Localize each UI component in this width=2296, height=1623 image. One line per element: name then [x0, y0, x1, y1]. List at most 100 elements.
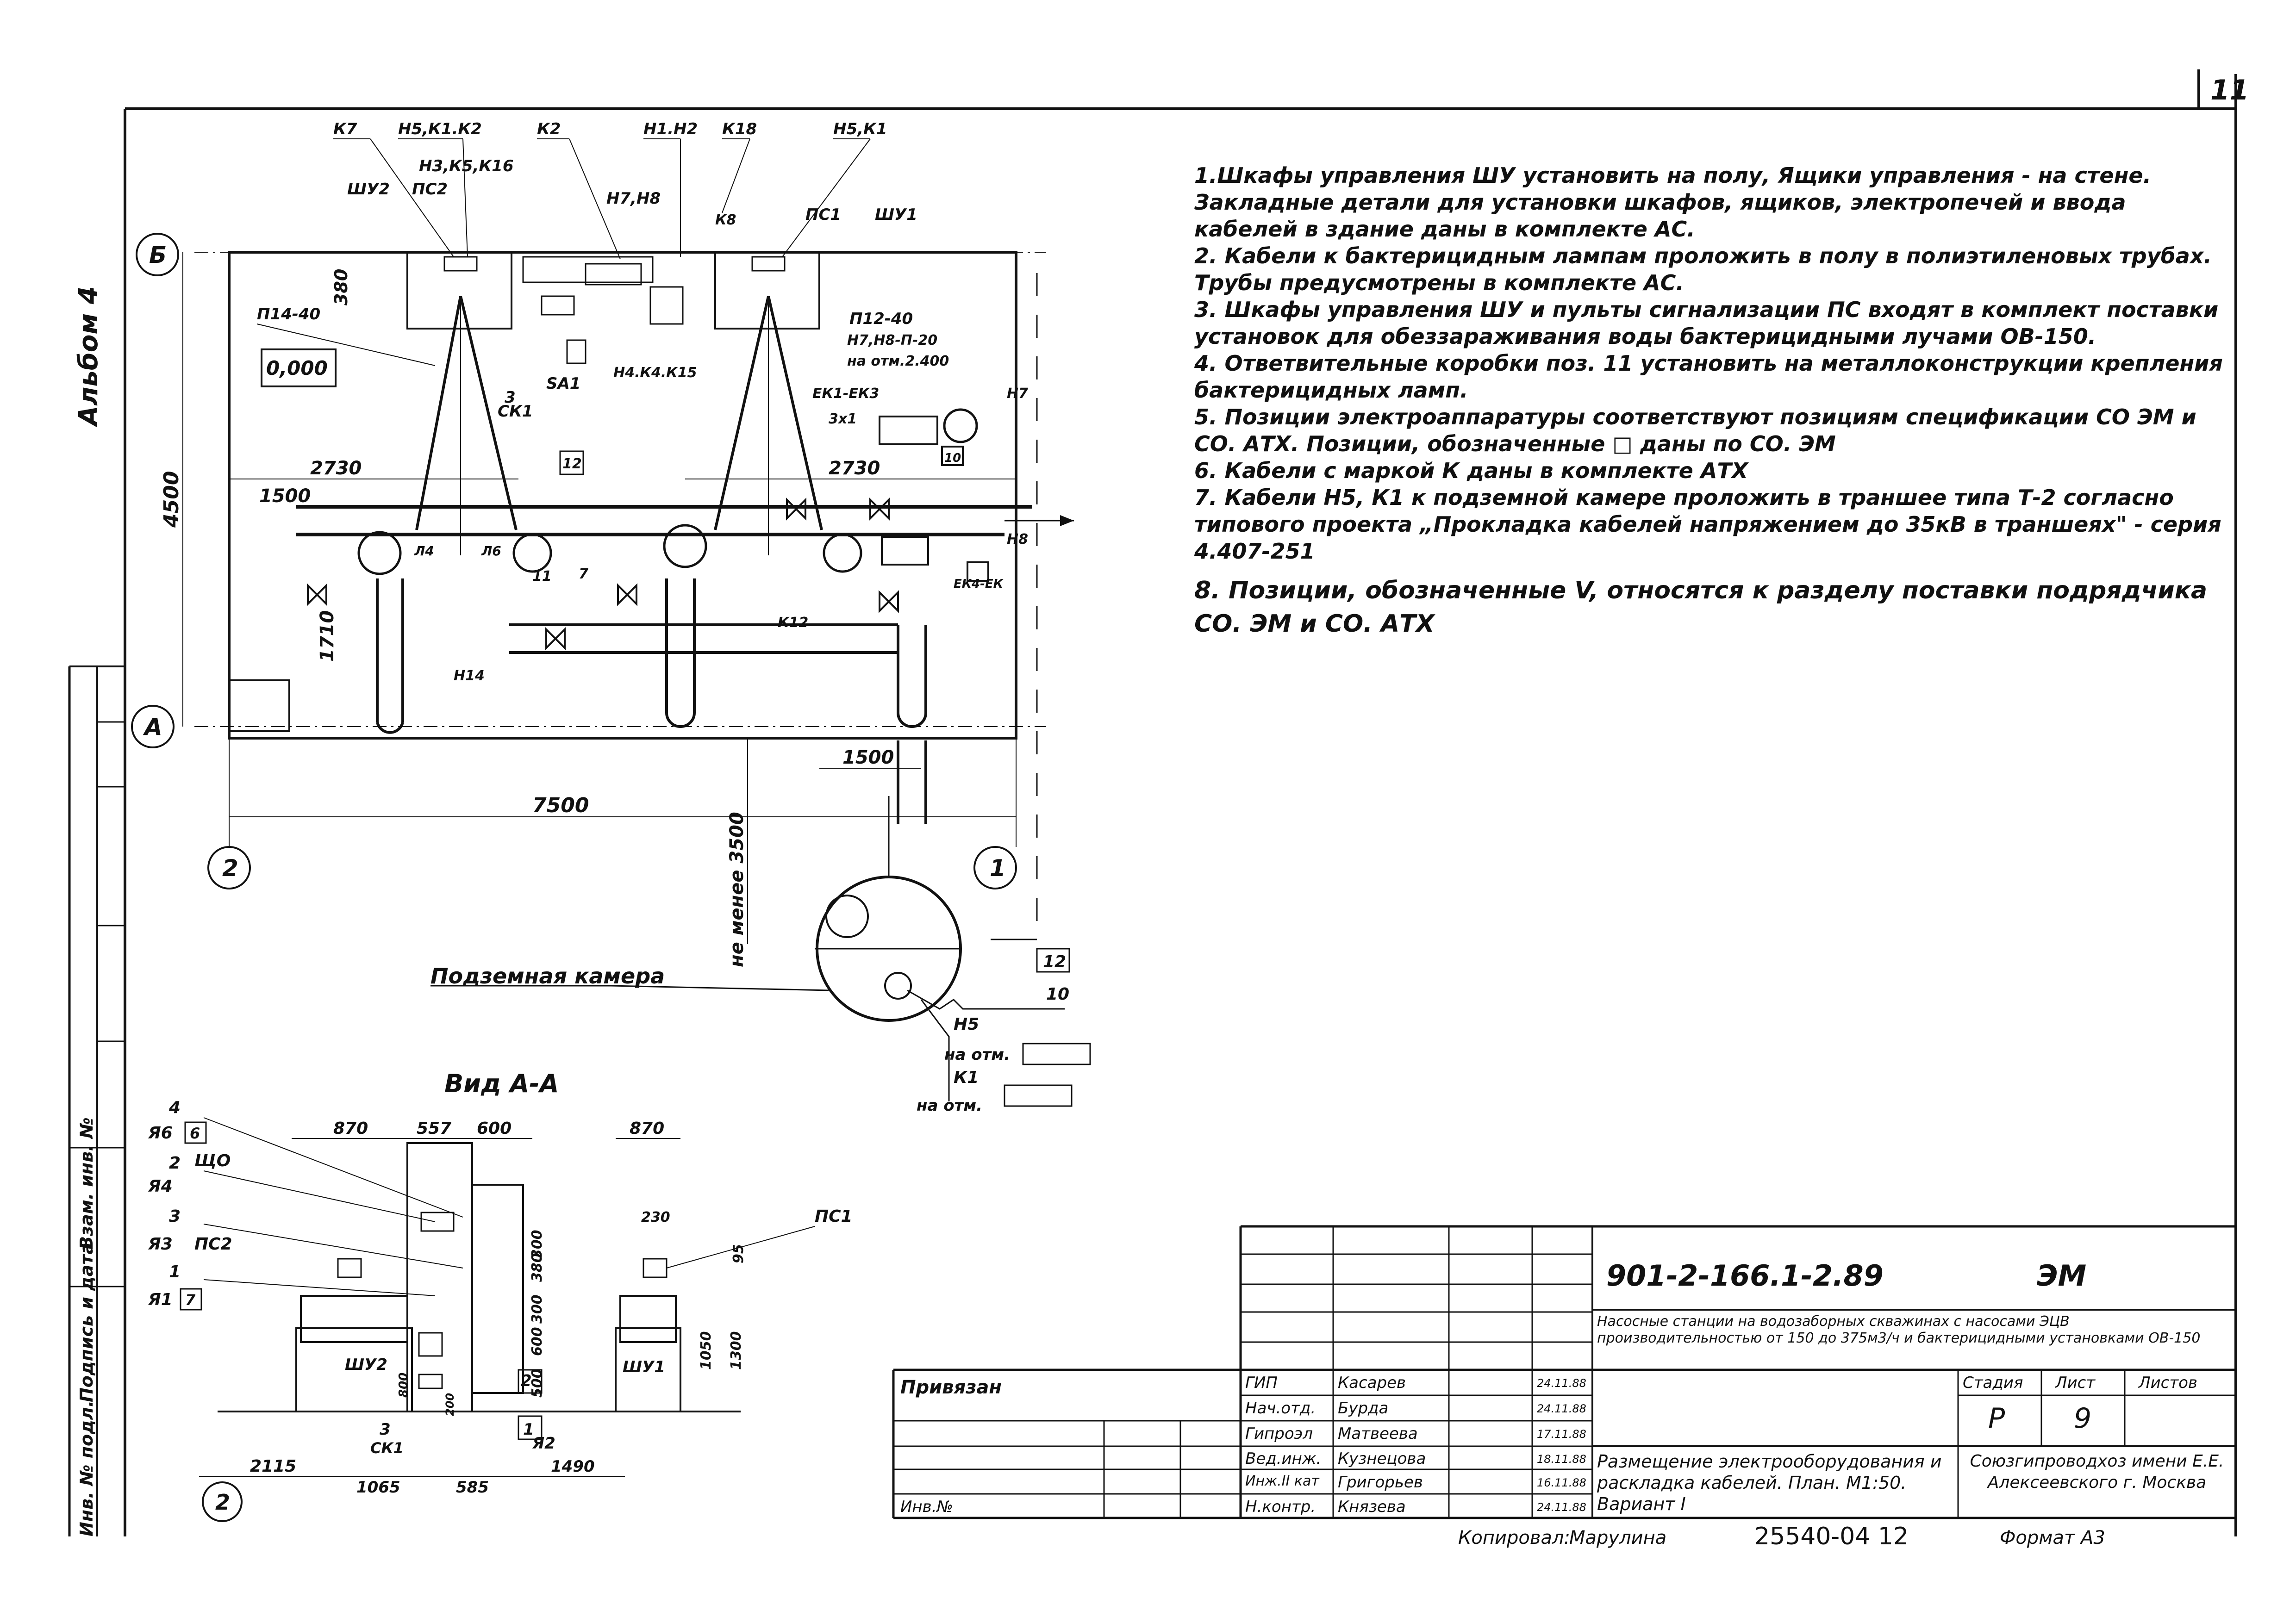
dim-3500: не менее 3500 [726, 812, 748, 967]
vdim-230: 230 [641, 1209, 670, 1225]
tb-role-4: Инж.II кат [1245, 1473, 1319, 1489]
callout-k8: К8 [715, 212, 736, 228]
vlabel-shchO: ЩО [194, 1151, 231, 1170]
vlabel-ya6: Я6 [148, 1124, 173, 1143]
cable-k1-level: на отм. [917, 1096, 982, 1115]
vlabel-6: 6 [190, 1125, 200, 1142]
tb-sheet: 9 [2074, 1402, 2092, 1435]
callout-h1h2: Н1.Н2 [643, 120, 698, 138]
tb-date-0: 24.11.88 [1537, 1377, 1586, 1390]
tb-stage-hdr: Стадия [1963, 1374, 2023, 1392]
svg-text:1: 1 [990, 855, 1006, 882]
vdim-1050: 1050 [698, 1331, 714, 1370]
tb-date-3: 18.11.88 [1537, 1453, 1586, 1466]
view-title: Вид А-А [444, 1069, 559, 1098]
axis-b: Б [136, 233, 179, 276]
level-mark: 0,000 [266, 357, 328, 379]
vlabel-shu1: ШУ1 [623, 1358, 665, 1376]
dim-2730-left: 2730 [310, 458, 362, 479]
tb-privyazan: Привязан [900, 1377, 1002, 1398]
tb-date-5: 24.11.88 [1537, 1501, 1586, 1514]
vdim-600-h: 600 [529, 1327, 545, 1356]
vdim-300-b: 300 [529, 1230, 545, 1259]
tb-sheets-hdr: Листов [2139, 1374, 2198, 1392]
title-block-grid [892, 1225, 2237, 1519]
cable-h5-level: на отм. [944, 1045, 1010, 1064]
callout-11: 11 [532, 568, 552, 585]
vlabel-2b: 2 [521, 1372, 532, 1390]
sa1-switch [541, 295, 575, 316]
dim-4500: 4500 [160, 471, 183, 528]
callout-h8: Н8 [1007, 531, 1028, 547]
vlabel-ya4: Я4 [148, 1177, 173, 1196]
vlabel-1: 1 [169, 1262, 181, 1281]
callout-l6-left: Л6 [481, 543, 501, 559]
vlabel-ps1: ПС1 [815, 1207, 853, 1226]
vdim-1490: 1490 [551, 1457, 595, 1476]
note-1: 1.Шкафы управления ШУ установить на полу… [1194, 163, 2159, 242]
svg-text:2: 2 [222, 855, 238, 882]
stamp-sign: Подпись и дата [76, 1243, 97, 1402]
axis-a: А [131, 705, 175, 748]
tb-date-2: 17.11.88 [1537, 1428, 1586, 1441]
callout-h7: Н7 [1007, 386, 1028, 402]
callout-k2: К2 [537, 120, 561, 138]
dim-1710: 1710 [317, 610, 338, 662]
axis-2: 2 [207, 846, 251, 889]
vdim-870-right: 870 [630, 1119, 664, 1138]
pump-right [663, 524, 707, 568]
vdim-870-left: 870 [333, 1119, 368, 1138]
album-label: Альбом 4 [74, 286, 104, 428]
callout-h5k1: Н5,К1 [833, 120, 887, 138]
vdim-600: 600 [477, 1119, 512, 1138]
section-view: Вид А-А 870 557 600 870 230 95 380 300 3… [148, 1069, 853, 1522]
note-6: 6. Кабели с маркой К даны в комплекте АТ… [1194, 458, 1748, 483]
note-7: 7. Кабели Н5, К1 к подземной камере прол… [1194, 485, 2229, 564]
note-4: 4. Ответвительные коробки поз. 11 устано… [1194, 351, 2230, 403]
vdim-95: 95 [730, 1244, 747, 1263]
tb-project: Насосные станции на водозаборных скважин… [1597, 1313, 2201, 1346]
dim-7500: 7500 [532, 794, 589, 817]
tb-name-4: Григорьев [1338, 1473, 1423, 1492]
tb-date-4: 16.11.88 [1537, 1476, 1586, 1489]
vlabel-ya2: Я2 [532, 1434, 555, 1453]
tb-role-1: Нач.отд. [1245, 1399, 1316, 1418]
callout-shu2: ШУ2 [347, 180, 390, 199]
vlabel-shu2: ШУ2 [345, 1356, 387, 1374]
callout-10: 10 [944, 451, 961, 465]
tb-org: Союзгипроводхоз имени Е.Е. Алексеевского… [1970, 1452, 2224, 1492]
callout-k12: К12 [778, 615, 808, 631]
pump-left [357, 531, 402, 575]
cabinet-shu1 [714, 251, 820, 330]
tb-copied-label: Копировал: [1458, 1527, 1571, 1548]
tb-description: Размещение электрооборудования и расклад… [1597, 1451, 1942, 1514]
vdim-800: 800 [397, 1373, 411, 1398]
vlabel-1b: 1 [523, 1420, 534, 1439]
tb-code: 901-2-166.1-2.89 [1606, 1259, 1884, 1293]
vdim-300-a: 300 [529, 1294, 545, 1324]
axis-1: 1 [973, 846, 1017, 889]
dim-1500-right: 1500 [842, 747, 894, 768]
callout-12: 12 [562, 456, 582, 472]
cable-k1: К1 [954, 1068, 979, 1087]
callout-l4-left: Л4 [414, 543, 434, 559]
chamber-pos-10: 10 [1046, 985, 1069, 1004]
callout-p14-40: П14-40 [257, 305, 320, 323]
vlabel-2: 2 [169, 1154, 181, 1173]
view-axis-2 [202, 1481, 243, 1522]
vlabel-ya3: Я3 [148, 1235, 173, 1254]
sheet-frame: 11 [124, 69, 2249, 1536]
chamber-pos-12: 12 [1043, 952, 1066, 971]
sheet-number: 11 [2210, 74, 2249, 106]
vdim-1065: 1065 [356, 1478, 400, 1497]
cabinet-shu2 [406, 251, 512, 330]
plan-view: Б А 2 1 4500 7500 2730 2730 1500 1500 17… [131, 120, 1091, 1115]
level-box [261, 348, 337, 387]
vdim-1300: 1300 [728, 1331, 744, 1370]
dim-2730-right: 2730 [829, 458, 880, 479]
vlabel-7: 7 [185, 1291, 196, 1309]
callout-h3k5k16: Н3,К5,К16 [419, 157, 514, 175]
callout-sk1: СК1 [498, 402, 533, 421]
vdim-557: 557 [417, 1119, 451, 1138]
vlabel-3v: 3 [380, 1420, 391, 1439]
